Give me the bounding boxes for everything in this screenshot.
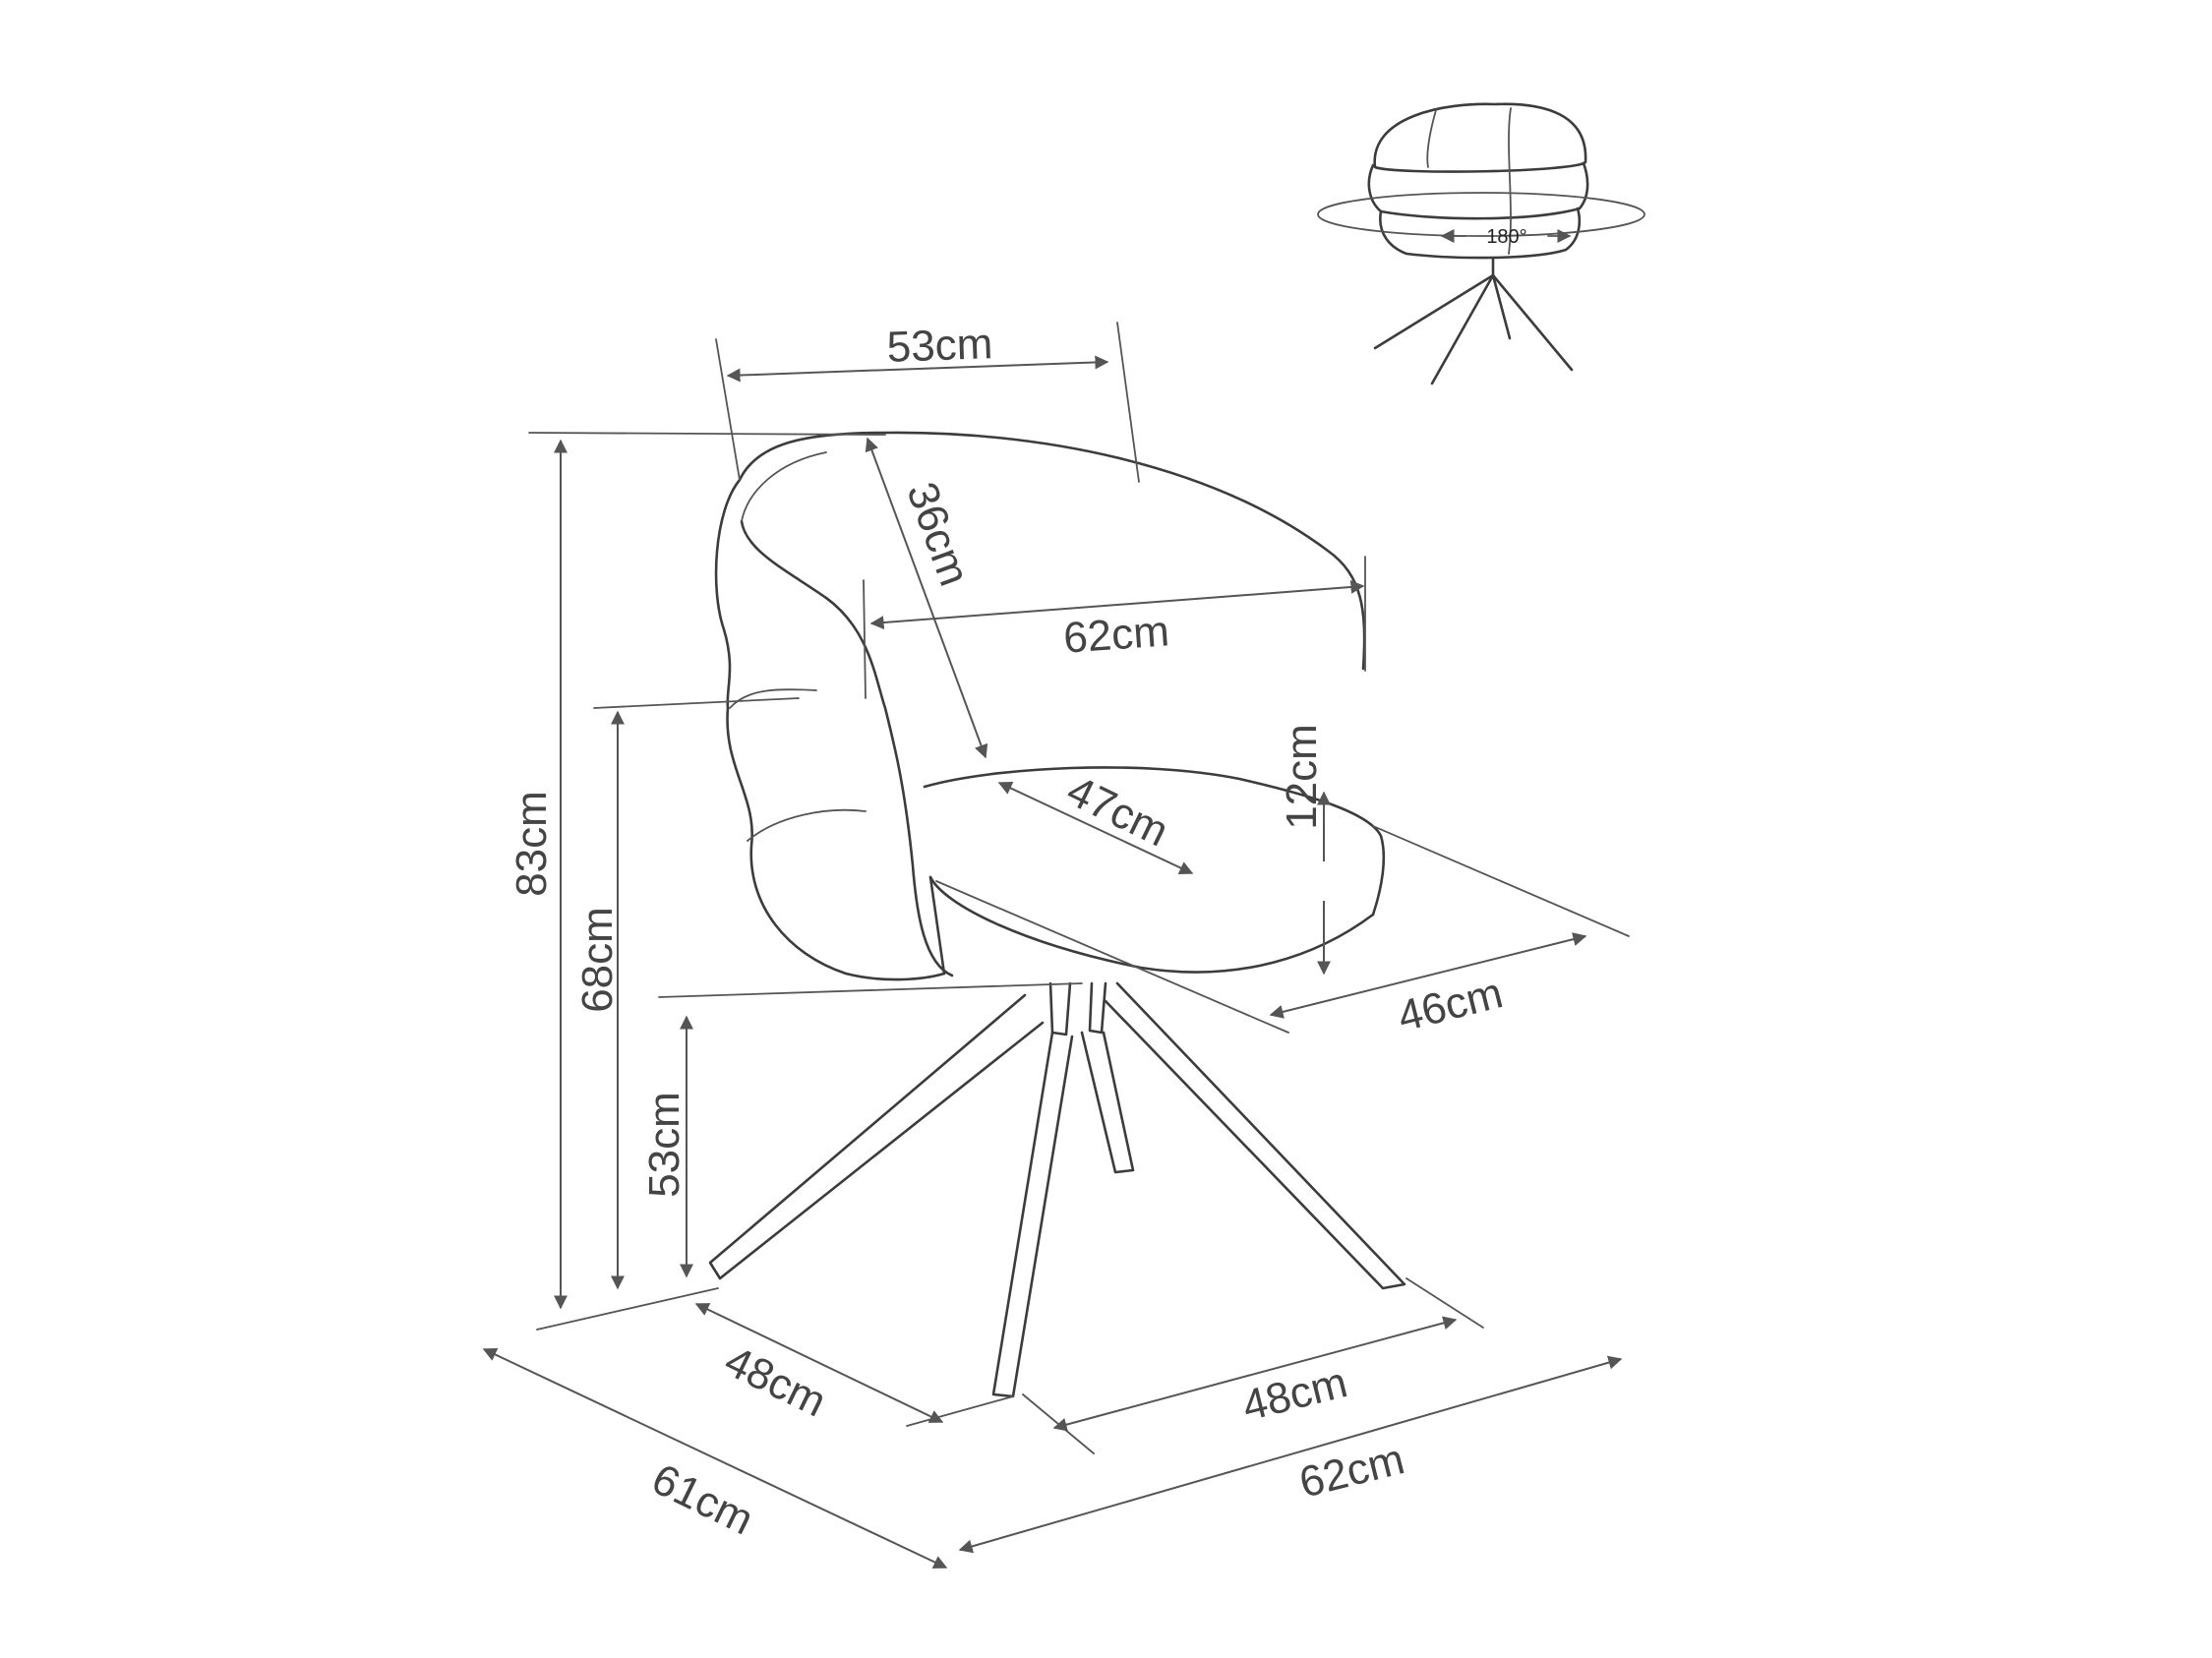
rotation-angle-label: 180°	[1486, 226, 1526, 248]
label-backrest-height: 36cm	[897, 476, 979, 592]
label-total-height: 83cm	[508, 791, 556, 897]
label-seat-thickness: 12cm	[1278, 724, 1326, 830]
label-armrest-height: 68cm	[573, 907, 622, 1013]
chair-drawing	[708, 431, 1406, 1398]
backrest-outer	[714, 478, 946, 981]
leg-front-left	[708, 993, 1045, 1280]
leg-back	[1080, 1031, 1135, 1174]
seat-top	[923, 766, 1386, 917]
label-back-width: 53cm	[886, 320, 993, 372]
dimension-labels: 83cm 68cm 53cm 53cm 36cm 62cm 47cm 12cm …	[508, 320, 1508, 1544]
label-overall-width: 62cm	[1294, 1435, 1408, 1508]
label-seat-height: 53cm	[640, 1092, 688, 1198]
label-base-depth: 48cm	[717, 1336, 833, 1426]
backrest-inner	[740, 519, 954, 977]
label-seat-depth: 47cm	[1059, 766, 1175, 856]
label-base-width: 48cm	[1237, 1358, 1351, 1431]
leg-right	[1104, 981, 1406, 1290]
swivel-rotation-icon: 180°	[1317, 102, 1645, 385]
label-overall-depth: 61cm	[644, 1454, 760, 1544]
label-inner-width: 62cm	[1062, 607, 1171, 662]
backrest-top-edge	[738, 431, 1366, 671]
seat-front	[928, 875, 1375, 974]
dimension-lines	[482, 322, 1630, 1569]
leg-front	[991, 1031, 1074, 1398]
